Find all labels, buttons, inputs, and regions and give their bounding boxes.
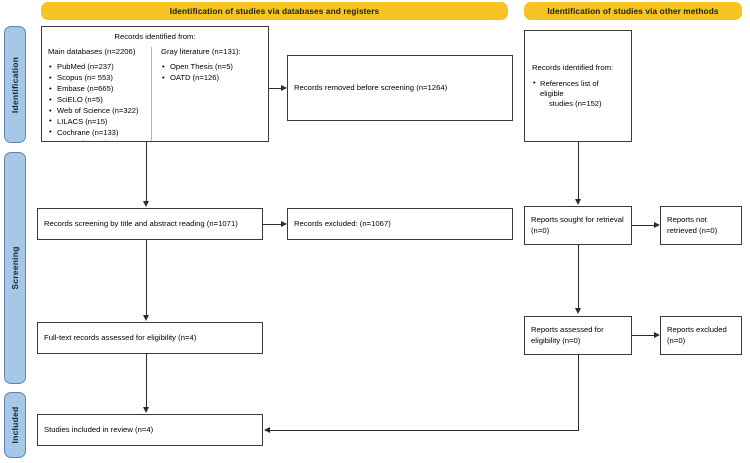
arrowhead-fulltext: [142, 315, 149, 321]
box-reports-not-retrieved: Reports not retrieved (n=0): [660, 206, 742, 245]
box-reports-assessed: Reports assessed for eligibility (n=0): [524, 316, 632, 355]
list-item: Open Thesis (n=5): [162, 62, 241, 73]
box-records-excluded: Records excluded: (n=1067): [287, 208, 513, 240]
reports-sought-label: Reports sought for retrieval (n=0): [531, 215, 624, 235]
connector-identified-to-removed: [269, 88, 282, 89]
arrowhead-excluded: [281, 220, 287, 227]
rail-included-label: Included: [10, 406, 20, 444]
arrowhead-reports-sought: [574, 199, 581, 205]
studies-included-label: Studies included in review (n=4): [44, 424, 154, 434]
list-item: Cochrane (n=133): [49, 127, 146, 139]
connector-screening-to-excluded: [263, 224, 282, 225]
arrowhead-included-from-other: [264, 426, 270, 433]
records-removed-label: Records removed before screening (n=1264…: [294, 82, 448, 92]
reports-not-retrieved-label: Reports not retrieved (n=0): [667, 215, 718, 235]
reports-assessed-label: Reports assessed for eligibility (n=0): [531, 325, 604, 345]
connector-other-to-reports-sought: [578, 142, 579, 200]
arrowhead-reports-excluded: [654, 331, 660, 338]
header-databases-label: Identification of studies via databases …: [169, 6, 380, 16]
list-item: LIVIVO(n=276): [49, 138, 146, 141]
list-item: PubMed (n=237): [49, 62, 146, 73]
box-reports-sought: Reports sought for retrieval (n=0): [524, 206, 632, 245]
reports-excluded-label: Reports excluded (n=0): [667, 325, 727, 345]
records-identified-title: Records identified from:: [114, 32, 196, 41]
box-records-screening: Records screening by title and abstract …: [37, 208, 263, 240]
box-records-removed: Records removed before screening (n=1264…: [287, 55, 513, 121]
connector-assessed-to-included-horizontal: [270, 430, 579, 431]
list-item: References list of eligible studies (n=1…: [533, 78, 624, 110]
gray-literature-column: Gray literature (n=131): Open Thesis (n=…: [152, 47, 241, 141]
header-other-methods-label: Identification of studies via other meth…: [547, 6, 719, 16]
arrowhead-removed: [281, 84, 287, 91]
rail-included: Included: [4, 392, 26, 458]
records-identified-other-title: Records identified from:: [532, 62, 614, 72]
gray-literature-list: Open Thesis (n=5) OATD (n=126): [161, 62, 241, 84]
main-databases-column: Main databases (n=2206) PubMed (n=237) S…: [48, 47, 152, 141]
box-reports-excluded: Reports excluded (n=0): [660, 316, 742, 355]
arrowhead-not-retrieved: [654, 221, 660, 228]
arrowhead-screening: [142, 201, 149, 207]
rail-screening-label: Screening: [10, 246, 20, 290]
rail-identification: Identification: [4, 26, 26, 143]
connector-screening-to-fulltext: [146, 240, 147, 316]
list-item: Web of Science (n=322): [49, 106, 146, 117]
arrowhead-reports-assessed: [574, 308, 581, 314]
arrowhead-studies-included: [142, 407, 149, 413]
box-fulltext-assessed: Full-text records assessed for eligibili…: [37, 322, 263, 354]
rail-screening: Screening: [4, 152, 26, 384]
main-databases-heading: Main databases (n=2206): [48, 47, 136, 57]
box-records-identified-other: Records identified from: References list…: [524, 30, 632, 142]
reference-list-line1: References list of eligible: [540, 78, 599, 98]
records-excluded-label: Records excluded: (n=1067): [294, 218, 391, 228]
header-databases-registers: Identification of studies via databases …: [41, 2, 508, 20]
reference-list-line2: studies (n=152): [549, 99, 602, 109]
records-identified-columns: Main databases (n=2206) PubMed (n=237) S…: [48, 47, 262, 141]
connector-fulltext-to-included: [146, 354, 147, 408]
list-item: SciELO (n=5): [49, 95, 146, 106]
connector-sought-to-not-retrieved: [632, 225, 655, 226]
records-screening-label: Records screening by title and abstract …: [44, 218, 238, 228]
list-item: OATD (n=126): [162, 73, 241, 84]
box-records-identified-databases: Records identified from: Main databases …: [41, 26, 269, 142]
main-databases-list: PubMed (n=237) Scopus (n= 553) Embase (n…: [48, 62, 146, 141]
connector-assessed-to-included-vertical: [578, 355, 579, 430]
records-identified-other-list: References list of eligible studies (n=1…: [532, 78, 624, 110]
list-item: Scopus (n= 553): [49, 73, 146, 84]
box-studies-included: Studies included in review (n=4): [37, 414, 263, 446]
list-item: LILACS (n=15): [49, 116, 146, 128]
list-item: Embase (n=665): [49, 84, 146, 95]
gray-literature-heading: Gray literature (n=131):: [161, 47, 241, 57]
connector-assessed-to-excluded: [632, 335, 655, 336]
connector-identified-to-screening: [146, 142, 147, 202]
connector-sought-to-assessed: [578, 245, 579, 309]
fulltext-assessed-label: Full-text records assessed for eligibili…: [44, 332, 197, 342]
header-other-methods: Identification of studies via other meth…: [524, 2, 742, 20]
rail-identification-label: Identification: [10, 56, 20, 113]
